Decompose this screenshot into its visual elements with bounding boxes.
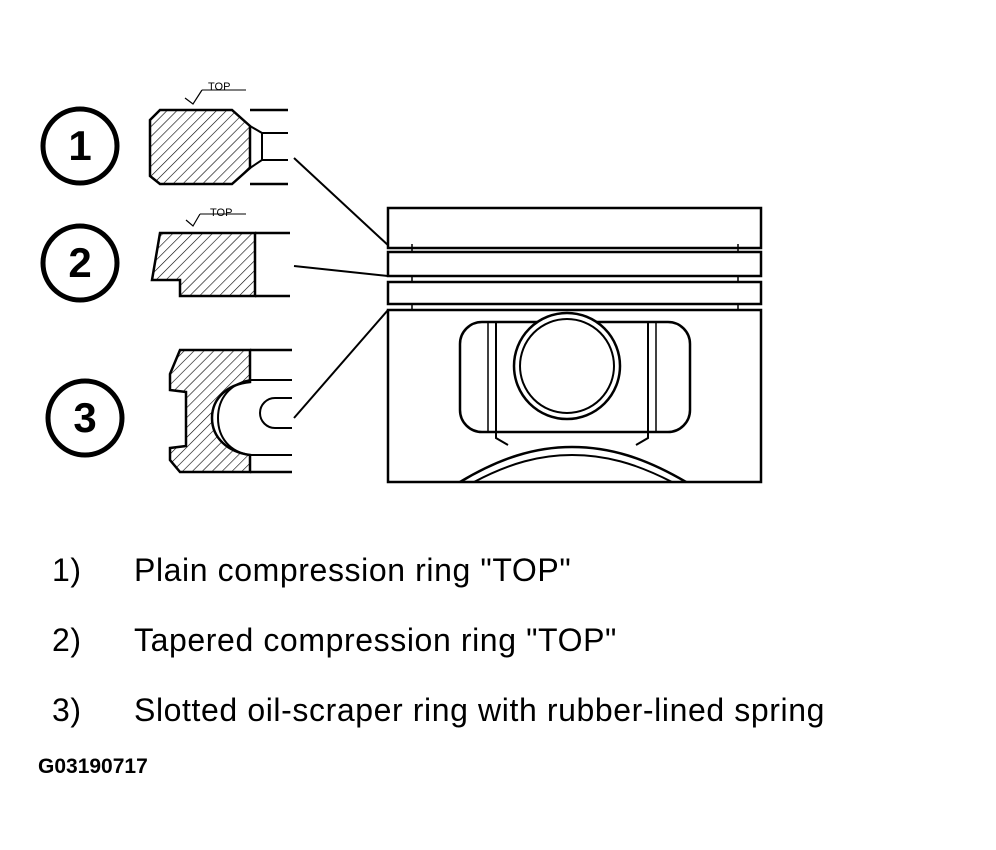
callout-1-number: 1 <box>68 122 91 169</box>
ring-1-cross-section: TOP <box>148 81 288 186</box>
callout-1: 1 <box>40 106 120 186</box>
legend-item-1: 1) Plain compression ring "TOP" <box>0 552 996 592</box>
legend-number: 2) <box>52 622 82 658</box>
callout-3: 3 <box>45 378 125 458</box>
leader-line-2 <box>293 265 389 277</box>
callout-2-number: 2 <box>68 239 91 286</box>
legend-text: Tapered compression ring "TOP" <box>134 622 617 658</box>
piston <box>386 206 763 484</box>
leader-line-1 <box>293 157 391 248</box>
legend-number: 1) <box>52 552 82 588</box>
callout-3-number: 3 <box>73 394 96 441</box>
ring-1-top-label: TOP <box>208 81 230 93</box>
ring-2-top-label: TOP <box>210 207 232 219</box>
leader-line-3 <box>293 309 389 419</box>
callout-2: 2 <box>40 223 120 303</box>
figure-code: G03190717 <box>38 755 148 778</box>
legend-item-2: 2) Tapered compression ring "TOP" <box>0 622 996 662</box>
piston-pin-bore <box>512 311 622 421</box>
legend-item-3: 3) Slotted oil-scraper ring with rubber-… <box>0 692 996 732</box>
legend-number: 3) <box>52 692 82 728</box>
ring-groove-1 <box>386 250 763 278</box>
ring-3-cross-section <box>168 348 292 474</box>
piston-ring-diagram: 1 2 3 TOP TOP <box>40 81 763 484</box>
legend-text: Plain compression ring "TOP" <box>134 552 572 588</box>
leader-lines <box>293 157 391 419</box>
ring-2-cross-section: TOP <box>150 207 290 298</box>
legend-text: Slotted oil-scraper ring with rubber-lin… <box>134 692 826 728</box>
ring-groove-2 <box>386 280 763 306</box>
